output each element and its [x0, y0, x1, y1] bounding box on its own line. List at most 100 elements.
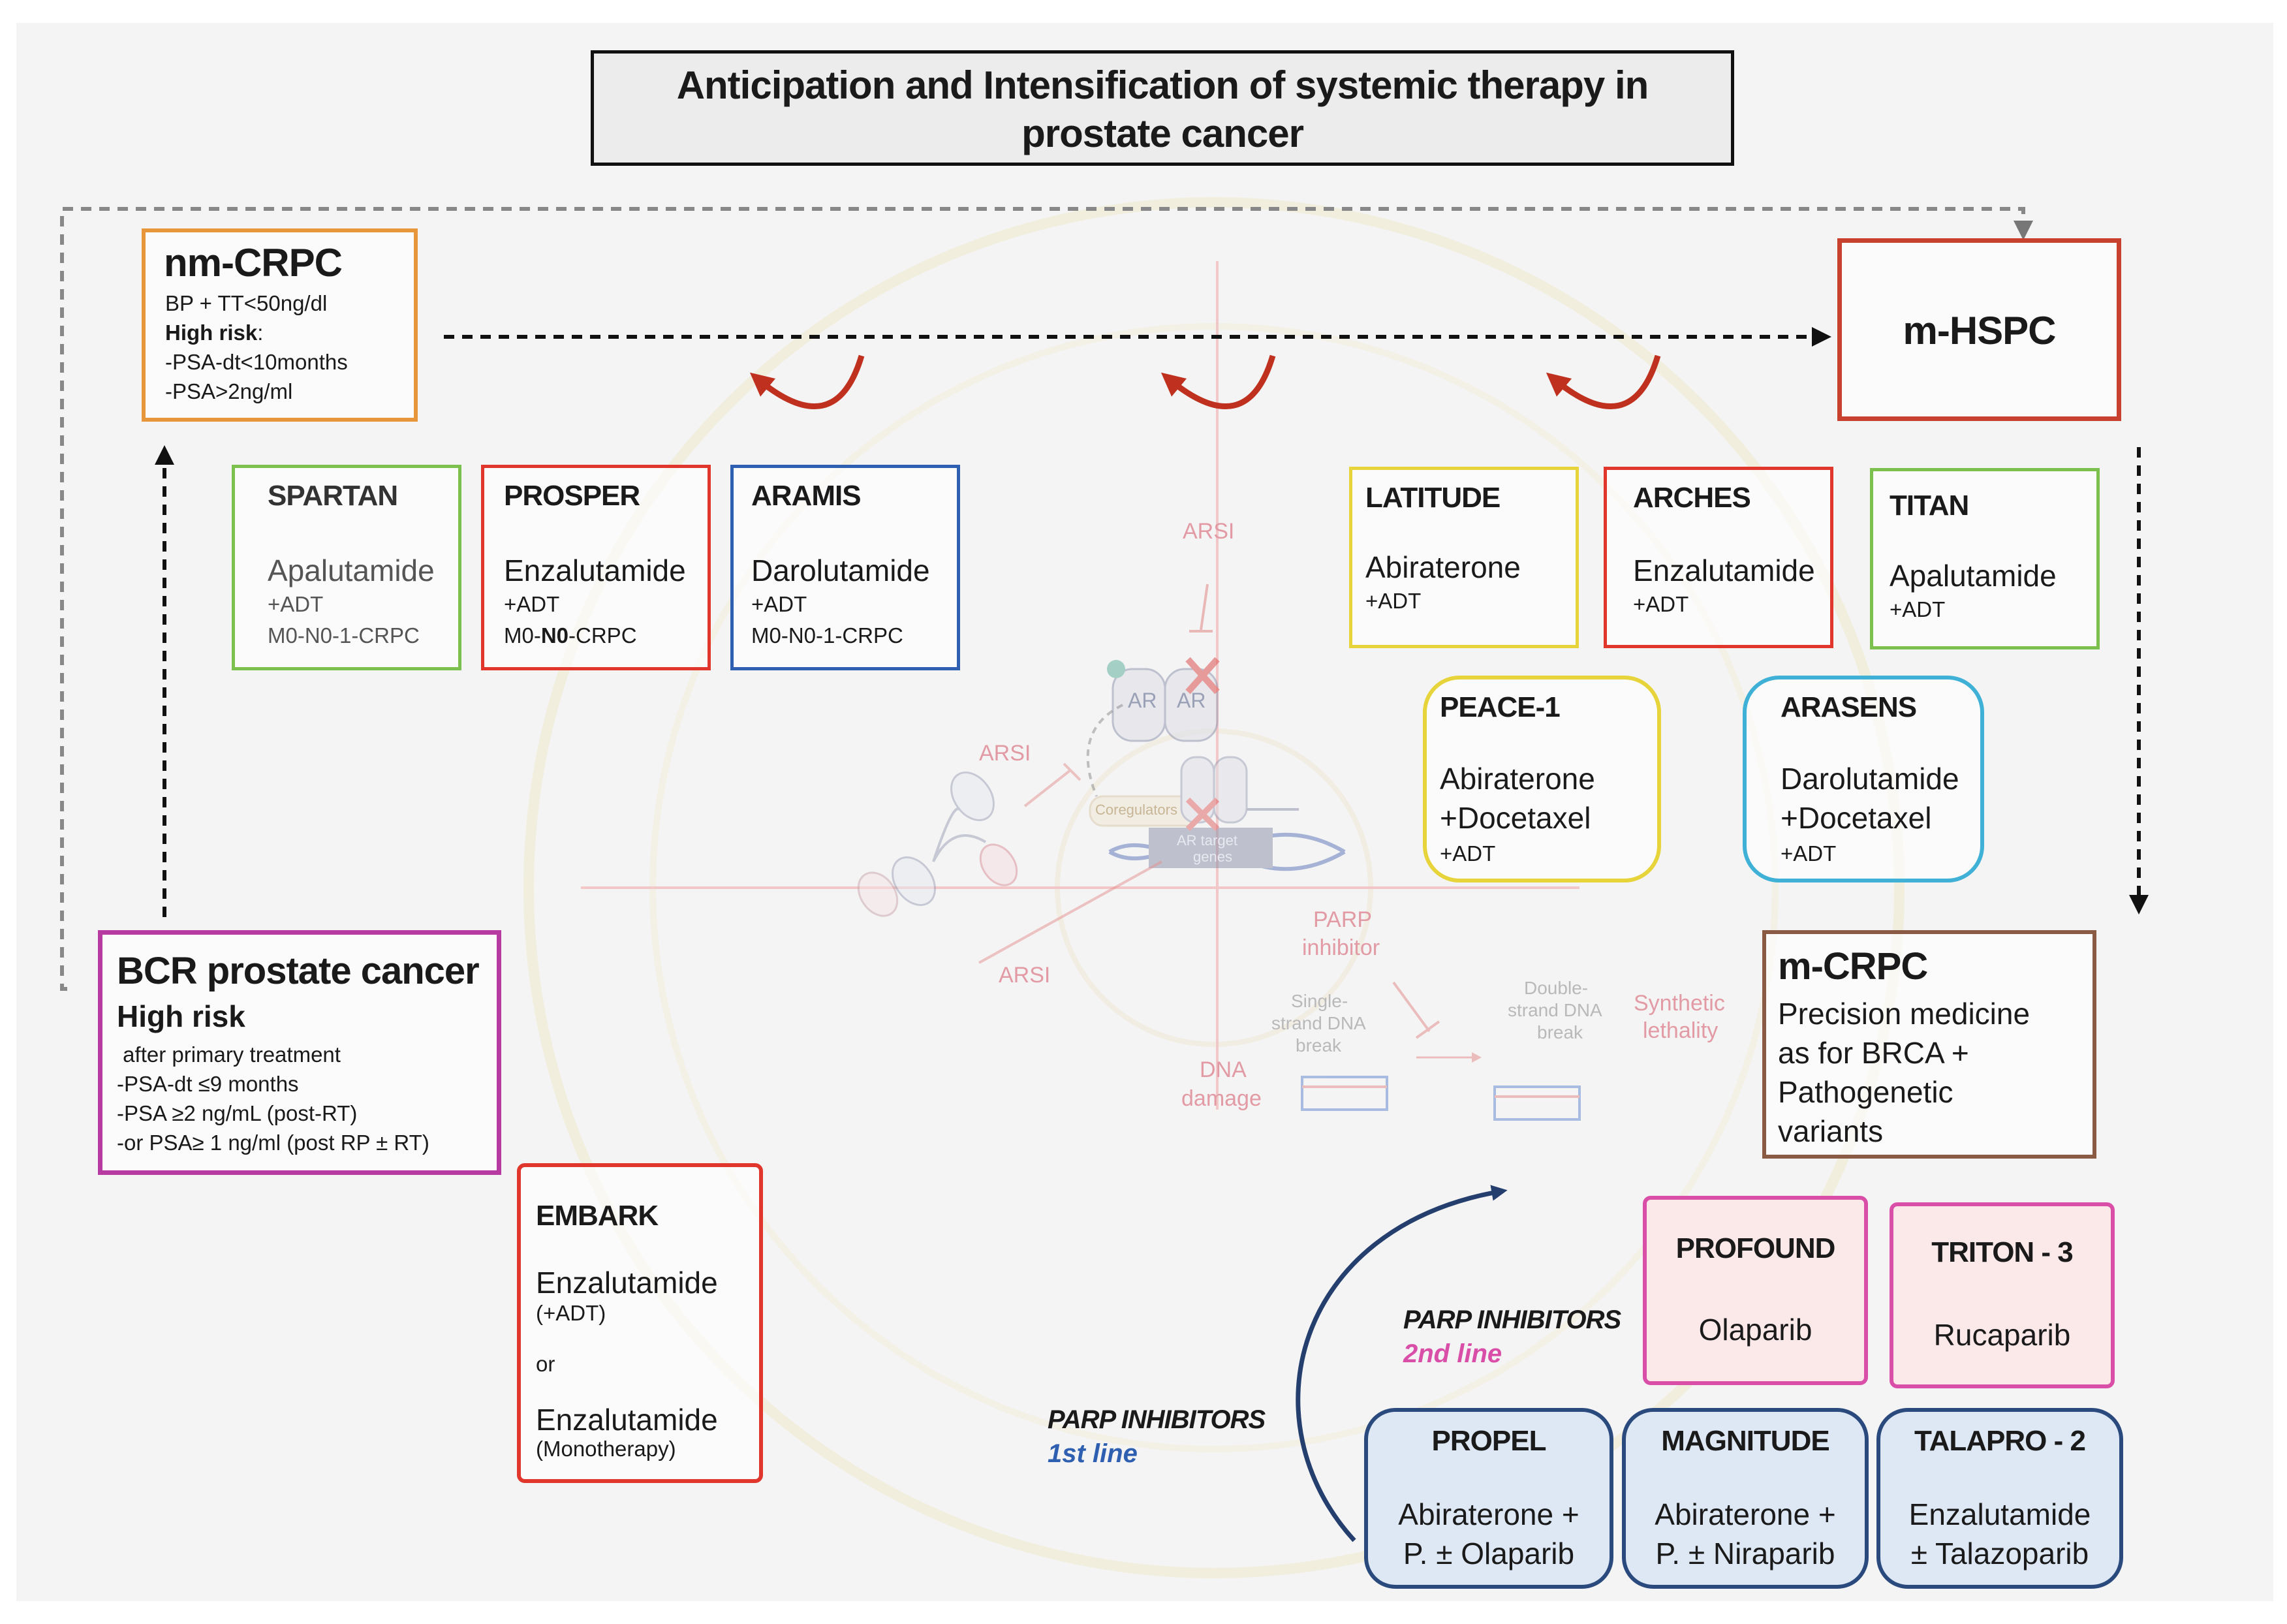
nm-crpc-colon: :	[257, 320, 264, 345]
titan-drug: Apalutamide	[1890, 559, 2057, 593]
navy-curve-arrow	[1296, 1185, 1508, 1542]
m-hspc-heading: m-HSPC	[1903, 309, 2056, 352]
embark-or: or	[536, 1352, 555, 1376]
aramis-drug: Darolutamide	[751, 554, 930, 587]
label-arsi-top: ARSI	[1183, 519, 1235, 544]
nm-crpc-line4: -PSA>2ng/ml	[165, 379, 293, 403]
arasens-drug: Darolutamide	[1781, 762, 1959, 796]
m-hspc-box: m-HSPC	[1837, 238, 2121, 421]
faint-ring-outer	[523, 197, 1905, 1578]
latitude-name: LATITUDE	[1365, 482, 1501, 514]
bcr-line1: after primary treatment	[117, 1042, 341, 1067]
label-single-2: strand DNA	[1271, 1013, 1366, 1033]
aramis-name: ARAMIS	[751, 480, 862, 512]
embark-drug1: Enzalutamide	[536, 1266, 718, 1300]
parp-1st-line-sub: 1st line	[1048, 1439, 1138, 1468]
label-coregulators: Coregulators	[1095, 802, 1177, 818]
spartan-name: SPARTAN	[268, 480, 398, 512]
m-crpc-line1: Precision medicine	[1778, 997, 2030, 1031]
embark-note2: (Monotherapy)	[536, 1437, 676, 1461]
latitude-adt: +ADT	[1365, 589, 1422, 613]
m-crpc-line4: variants	[1778, 1114, 1884, 1148]
propel-card: PROPEL Abiraterone + P. ± Olaparib	[1364, 1408, 1613, 1589]
parp-region	[1301, 981, 1581, 1121]
latitude-drug: Abiraterone	[1365, 550, 1521, 584]
m-crpc-line2: as for BRCA +	[1778, 1036, 1969, 1070]
parp-1st-line-title: PARP INHIBITORS	[1048, 1405, 1266, 1434]
talapro2-name: TALAPRO - 2	[1914, 1425, 2086, 1457]
label-double-3: break	[1537, 1022, 1583, 1042]
arasens-name: ARASENS	[1781, 691, 1917, 723]
parp-2nd-line-sub: 2nd line	[1403, 1339, 1502, 1368]
label-single-3: break	[1296, 1035, 1342, 1055]
triton3-drug: Rucaparib	[1933, 1318, 2071, 1352]
prosper-drug: Enzalutamide	[504, 554, 686, 587]
bcr-box: BCR prostate cancer High risk after prim…	[98, 930, 501, 1175]
label-arsi-left: ARSI	[979, 741, 1031, 766]
label-double-1: Double-	[1524, 978, 1589, 998]
label-ar-1: AR	[1128, 689, 1157, 712]
talapro2-card: TALAPRO - 2 Enzalutamide ± Talazoparib	[1876, 1408, 2123, 1589]
red-curl-arrow-2	[1160, 354, 1276, 410]
prosper-stage: M0-N0-CRPC	[504, 623, 637, 648]
arches-name: ARCHES	[1633, 482, 1751, 514]
titan-adt: +ADT	[1890, 597, 1946, 621]
inhibit-mark-top	[1189, 584, 1213, 632]
dna-helix	[1089, 756, 1346, 871]
peace1-adt: +ADT	[1440, 841, 1496, 866]
embark-card: EMBARK Enzalutamide (+ADT) or Enzalutami…	[517, 1163, 763, 1483]
title-box: Anticipation and Intensification of syst…	[591, 50, 1734, 166]
triton3-card: TRITON - 3 Rucaparib	[1890, 1202, 2115, 1388]
m-crpc-box: m-CRPC Precision medicine as for BRCA + …	[1762, 930, 2096, 1159]
label-synthetic-2: lethality	[1643, 1018, 1719, 1043]
arches-drug: Enzalutamide	[1633, 554, 1815, 587]
profound-name: PROFOUND	[1675, 1232, 1836, 1264]
profound-card: PROFOUND Olaparib	[1643, 1196, 1868, 1385]
label-parp-1: PARP	[1313, 907, 1373, 932]
label-ar-2: AR	[1177, 689, 1206, 712]
label-dna-1: DNA	[1200, 1057, 1247, 1082]
bcr-heading: BCR prostate cancer	[117, 950, 480, 992]
magnitude-drug1: Abiraterone +	[1655, 1497, 1836, 1531]
spartan-drug: Apalutamide	[268, 554, 435, 587]
m-crpc-heading: m-CRPC	[1778, 945, 1928, 988]
triton3-name: TRITON - 3	[1931, 1236, 2074, 1268]
arasens-combo: +Docetaxel	[1781, 801, 1932, 835]
label-synthetic-1: Synthetic	[1634, 991, 1725, 1016]
label-double-2: strand DNA	[1508, 1000, 1602, 1020]
bcr-line3: -PSA ≥2 ng/mL (post-RT)	[117, 1101, 358, 1125]
arches-card: ARCHES Enzalutamide +ADT	[1604, 467, 1833, 648]
prosper-name: PROSPER	[504, 480, 640, 512]
arasens-adt: +ADT	[1781, 841, 1837, 866]
grey-loop-arrow	[60, 207, 2033, 991]
nm-crpc-line1: BP + TT<50ng/dl	[165, 291, 328, 315]
label-dna-2: damage	[1181, 1086, 1262, 1111]
aramis-card: ARAMIS Darolutamide +ADT M0-N0-1-CRPC	[730, 465, 960, 670]
propel-drug2: P. ± Olaparib	[1403, 1537, 1575, 1570]
peace1-combo: +Docetaxel	[1440, 801, 1591, 835]
title-line-2: prostate cancer	[1021, 112, 1304, 155]
talapro2-drug2: ± Talazoparib	[1910, 1537, 2089, 1570]
nm-crpc-box: nm-CRPC BP + TT<50ng/dl High risk: -PSA-…	[142, 228, 418, 422]
aramis-adt: +ADT	[751, 592, 807, 616]
nm-crpc-high-risk-row: High risk:	[165, 320, 263, 345]
label-arsi-bottom: ARSI	[999, 963, 1051, 988]
nm-crpc-high-risk: High risk	[165, 320, 258, 345]
title-line-1: Anticipation and Intensification of syst…	[676, 63, 1649, 107]
propel-name: PROPEL	[1431, 1425, 1547, 1457]
prosper-card: PROSPER Enzalutamide +ADT M0-N0-CRPC	[481, 465, 711, 670]
titan-card: TITAN Apalutamide +ADT	[1870, 468, 2100, 649]
label-ar-target-2: genes	[1193, 849, 1232, 865]
nm-crpc-line3: -PSA-dt<10months	[165, 350, 348, 374]
red-curl-arrow-3	[1546, 354, 1661, 410]
spartan-card: SPARTAN Apalutamide +ADT M0-N0-1-CRPC	[232, 465, 461, 670]
ar-dimer-top	[1107, 657, 1220, 742]
titan-name: TITAN	[1890, 490, 1969, 522]
label-parp-2: inhibitor	[1302, 935, 1380, 960]
parp-2nd-line-title: PARP INHIBITORS	[1403, 1305, 1621, 1334]
spartan-stage: M0-N0-1-CRPC	[268, 623, 420, 648]
magnitude-card: MAGNITUDE Abiraterone + P. ± Niraparib	[1622, 1408, 1869, 1589]
spartan-adt: +ADT	[268, 592, 324, 616]
